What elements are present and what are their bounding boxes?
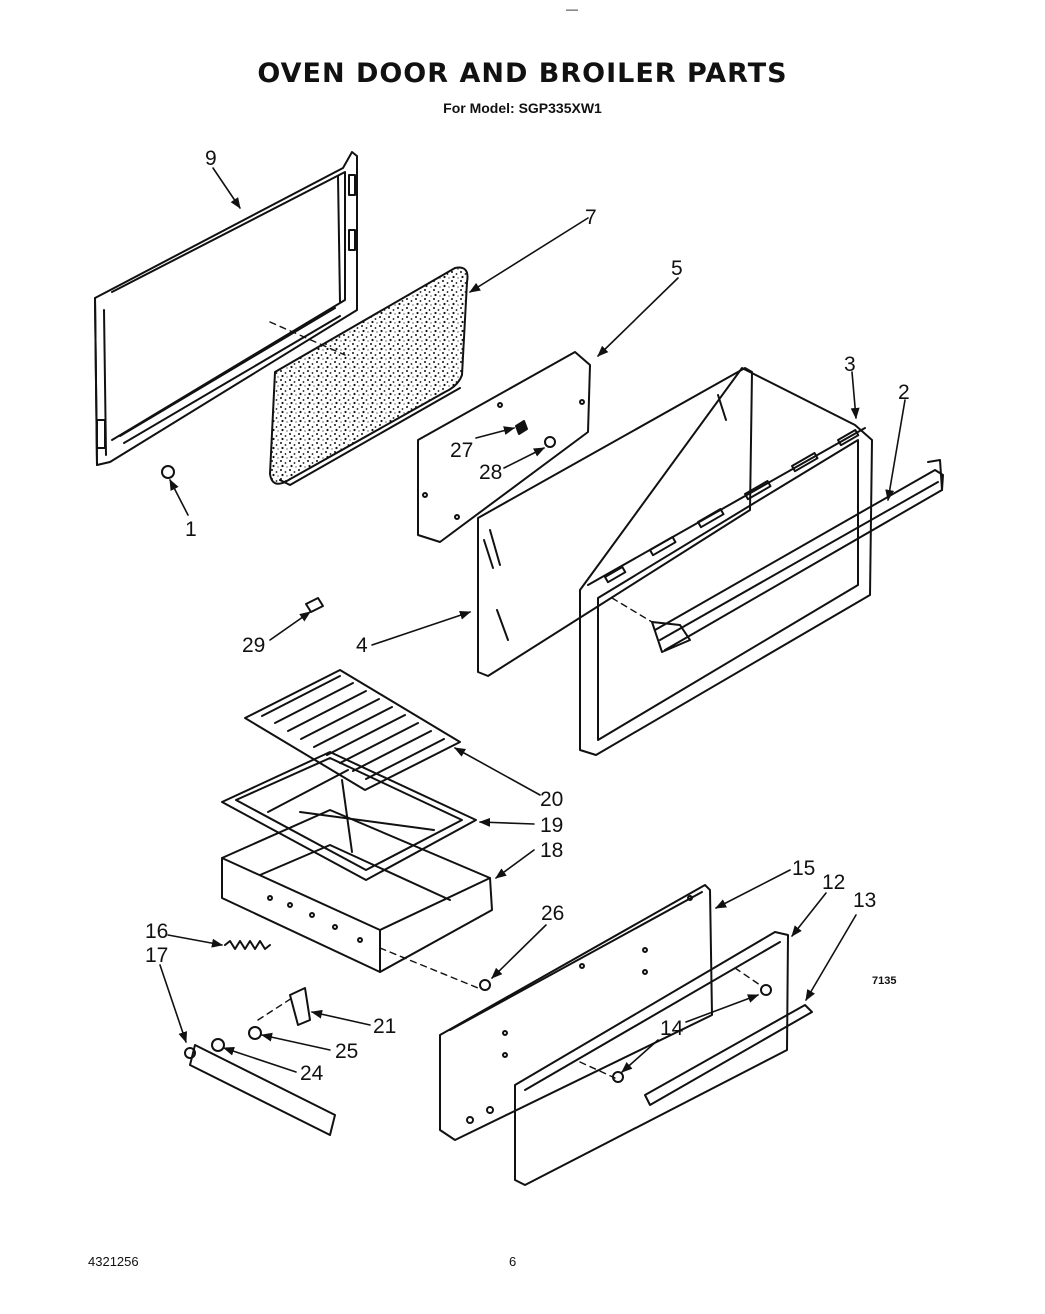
callout-19: 19 — [540, 814, 563, 837]
part-7-insulation-pad — [269, 266, 469, 486]
part-15-drawer-inner-panel — [439, 884, 713, 1141]
callout-4: 4 — [356, 634, 368, 657]
callout-26: 25 — [335, 1040, 358, 1063]
callout-21: 21 — [373, 1015, 396, 1038]
callout-7: 7 — [585, 206, 597, 229]
callout-18: 18 — [540, 839, 563, 862]
callout-9: 9 — [205, 147, 217, 170]
part-20-broiler-grid — [244, 669, 461, 791]
part-5-door-liner-panel — [417, 351, 591, 543]
part-12-drawer-front — [514, 931, 789, 1186]
leader-lines — [159, 167, 906, 1073]
callout-25: 26 — [541, 902, 564, 925]
part-4-door-glass — [477, 367, 753, 677]
callout-labels: 9 7 5 3 2 27 28 1 29 4 20 19 18 15 12 13… — [145, 147, 910, 1085]
alignment-lines — [257, 321, 761, 1079]
model-subtitle: For Model: SGP335XW1 — [443, 100, 602, 116]
hardware-fasteners — [161, 465, 491, 1136]
part-16-spring — [224, 940, 271, 950]
callout-13: 13 — [853, 889, 876, 912]
callout-24: 24 — [300, 1062, 324, 1085]
callout-29: 29 — [242, 634, 265, 657]
callout-12: 12 — [822, 871, 845, 894]
callout-5: 5 — [671, 257, 683, 280]
callout-2: 2 — [898, 381, 910, 404]
callout-17: 17 — [145, 944, 168, 967]
callout-20: 20 — [540, 788, 563, 811]
part-19-broiler-pan-insert — [221, 751, 477, 881]
callout-14: 14 — [660, 1017, 684, 1040]
callout-28: 28 — [479, 461, 502, 484]
callout-15: 15 — [792, 857, 815, 880]
part-13-drawer-trim — [644, 1004, 813, 1106]
top-mark: — — [566, 2, 578, 16]
diagram-code: 7135 — [872, 975, 897, 987]
callout-27: 27 — [450, 439, 473, 462]
page-title: OVEN DOOR AND BROILER PARTS — [257, 58, 788, 89]
part-21-latch — [289, 987, 311, 1026]
footer-part-number: 4321256 — [88, 1254, 139, 1269]
callout-16: 16 — [145, 920, 168, 943]
callout-3: 3 — [844, 353, 856, 376]
footer-page-number: 6 — [509, 1254, 517, 1269]
part-3-outer-door-frame — [579, 367, 873, 756]
part-2-door-handle — [651, 459, 944, 653]
callout-1: 1 — [185, 518, 197, 541]
part-18-broiler-pan — [221, 809, 493, 973]
